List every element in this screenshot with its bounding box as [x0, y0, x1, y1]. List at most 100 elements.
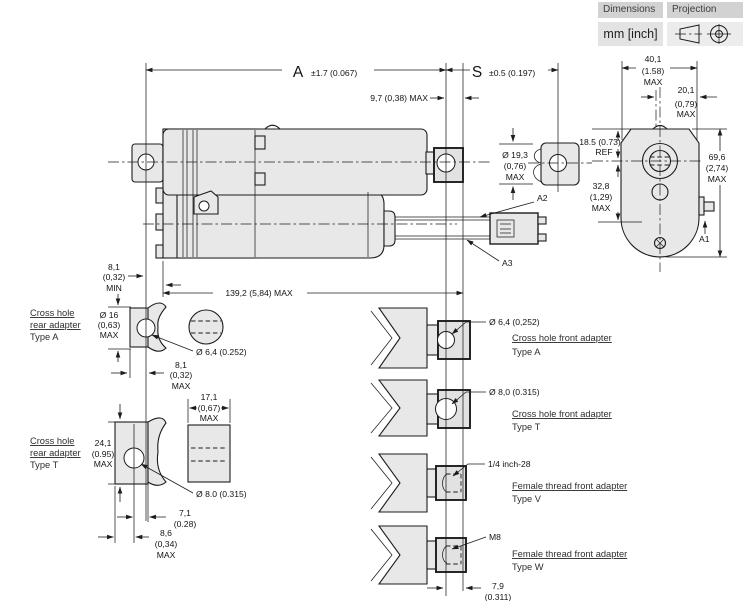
svg-text:Female thread front adapter: Female thread front adapter	[512, 549, 627, 559]
svg-text:MAX: MAX	[172, 381, 191, 391]
front-adapter-type-w-callouts: M8 Female thread front adapter Type W	[451, 532, 627, 572]
svg-text:Type A: Type A	[512, 347, 541, 357]
front-adapter-type-v-callouts: 1/4 inch-28 Female thread front adapter …	[452, 459, 627, 504]
svg-text:Ø 16: Ø 16	[100, 310, 119, 320]
dim-front-offset: 7,9 (0.311)	[427, 581, 511, 601]
svg-text:Cross hole: Cross hole	[30, 436, 74, 446]
svg-text:7,1: 7,1	[179, 508, 191, 518]
svg-text:24,1: 24,1	[95, 438, 112, 448]
actuator-side-view	[131, 124, 580, 259]
connector-a1-callout: A1	[699, 220, 710, 244]
svg-text:Type A: Type A	[30, 332, 59, 342]
svg-text:MAX: MAX	[506, 172, 525, 182]
dim-end-lower: 32,8 (1,29) MAX	[590, 164, 642, 223]
dim-s-tolerance: ±0.5 (0.197)	[489, 68, 535, 78]
dim-end-ref: 18.5 (0.73) REF	[579, 128, 633, 159]
svg-text:Cross hole front adapter: Cross hole front adapter	[512, 333, 612, 343]
legend-table: Dimensions Projection mm [inch]	[598, 2, 743, 46]
svg-text:Cross hole: Cross hole	[30, 308, 74, 318]
svg-text:1/4 inch-28: 1/4 inch-28	[488, 459, 531, 469]
centerlines	[108, 63, 722, 596]
svg-text:MAX: MAX	[200, 413, 219, 423]
tube-bump	[264, 124, 281, 130]
dim-stroke-s: S ±0.5 (0.197)	[445, 63, 559, 81]
legend-projection-cell	[667, 22, 743, 46]
dim-stroke-a: A ±1.7 (0.067)	[145, 62, 447, 81]
svg-text:8,6: 8,6	[160, 528, 172, 538]
svg-text:8,1: 8,1	[175, 360, 187, 370]
svg-text:(0,79): (0,79)	[675, 99, 698, 109]
rear-adapter-type-t-view	[114, 417, 231, 486]
svg-text:69,6: 69,6	[709, 152, 726, 162]
type-t-end-view	[187, 424, 231, 483]
svg-text:Ø 8.0 (0.315): Ø 8.0 (0.315)	[196, 489, 247, 499]
svg-text:7,9: 7,9	[492, 581, 504, 591]
dim-rear-min: 8,1 (0,32) MIN	[103, 262, 181, 293]
svg-text:MAX: MAX	[708, 174, 727, 184]
side-connector-plug	[703, 201, 715, 212]
svg-text:M8: M8	[489, 532, 501, 542]
dim-clevis-diameter: Ø 19,3 (0,76) MAX	[499, 128, 533, 200]
svg-text:MAX: MAX	[94, 459, 113, 469]
housing-clip-bottom	[254, 172, 266, 186]
svg-text:Type V: Type V	[512, 494, 542, 504]
svg-text:(0,32): (0,32)	[103, 272, 126, 282]
connector-a1-label: A1	[699, 234, 710, 244]
svg-text:MAX: MAX	[677, 109, 696, 119]
svg-text:Cross hole front adapter: Cross hole front adapter	[512, 409, 612, 419]
svg-text:Female thread front adapter: Female thread front adapter	[512, 481, 627, 491]
front-adapter-type-a-callouts: Ø 6,4 (0,252) Cross hole front adapter T…	[451, 317, 612, 357]
svg-text:(0,67): (0,67)	[198, 403, 221, 413]
front-adapter-type-w-view	[370, 525, 467, 585]
svg-text:(0,34): (0,34)	[155, 539, 178, 549]
front-adapter-type-t-callouts: Ø 8,0 (0.315) Cross hole front adapter T…	[451, 387, 612, 432]
rear-adapter-type-t-callouts: Cross hole rear adapter Type T 24,1 (0.9…	[30, 392, 247, 560]
svg-text:REF: REF	[595, 147, 612, 157]
legend-projection-header: Projection	[667, 2, 743, 18]
svg-text:139,2 (5,84) MAX: 139,2 (5,84) MAX	[225, 288, 293, 298]
dim-s-letter: S	[472, 64, 482, 81]
svg-text:(0,32): (0,32)	[170, 370, 193, 380]
dim-end-width: 40,1 (1.58) MAX	[621, 54, 698, 140]
svg-text:(0,63): (0,63)	[98, 320, 121, 330]
wire-a2-label: A2	[537, 193, 548, 203]
svg-text:Type T: Type T	[30, 460, 59, 470]
svg-text:rear adapter: rear adapter	[30, 448, 81, 458]
svg-text:(0.311): (0.311)	[485, 592, 512, 601]
svg-text:20,1: 20,1	[678, 85, 695, 95]
dim-body-length: 139,2 (5,84) MAX	[162, 286, 464, 299]
wire-a3-label: A3	[502, 258, 513, 268]
svg-text:Ø 6,4 (0.252): Ø 6,4 (0.252)	[196, 347, 247, 357]
svg-text:8,1: 8,1	[108, 262, 120, 272]
svg-text:32,8: 32,8	[593, 181, 610, 191]
svg-text:(0,76): (0,76)	[504, 161, 527, 171]
front-adapter-type-a-view	[370, 307, 471, 369]
dim-a-letter: A	[293, 64, 304, 81]
svg-text:MIN: MIN	[106, 283, 122, 293]
svg-text:Ø 19,3: Ø 19,3	[502, 150, 528, 160]
svg-text:(0.28): (0.28)	[174, 519, 197, 529]
svg-text:40,1: 40,1	[645, 54, 662, 64]
svg-text:Ø 8,0 (0.315): Ø 8,0 (0.315)	[489, 387, 540, 397]
front-adapter-type-t-view	[370, 379, 471, 437]
svg-text:18.5 (0.73): 18.5 (0.73)	[579, 137, 621, 147]
legend-dimensions-header: Dimensions	[598, 2, 663, 18]
connector-pin-top	[537, 216, 547, 225]
svg-text:(1,29): (1,29)	[590, 192, 613, 202]
svg-text:rear adapter: rear adapter	[30, 320, 81, 330]
first-angle-projection-icon	[675, 24, 731, 44]
svg-text:MAX: MAX	[592, 203, 611, 213]
cable-gland	[383, 210, 396, 247]
svg-text:9,7 (0,38) MAX: 9,7 (0,38) MAX	[370, 93, 428, 103]
dim-end-height: 69,6 (2,74) MAX	[666, 128, 733, 258]
dim-rod-offset: 9,7 (0,38) MAX	[370, 93, 479, 103]
connector-pin-bottom	[537, 233, 547, 242]
rear-adapter-type-a-view	[129, 302, 224, 352]
wire-callouts: A2 A3	[466, 193, 548, 268]
side-connector-tab	[698, 196, 705, 216]
front-adapter-type-v-view	[370, 453, 467, 513]
svg-text:17,1: 17,1	[201, 392, 218, 402]
legend-units: mm [inch]	[598, 22, 663, 46]
